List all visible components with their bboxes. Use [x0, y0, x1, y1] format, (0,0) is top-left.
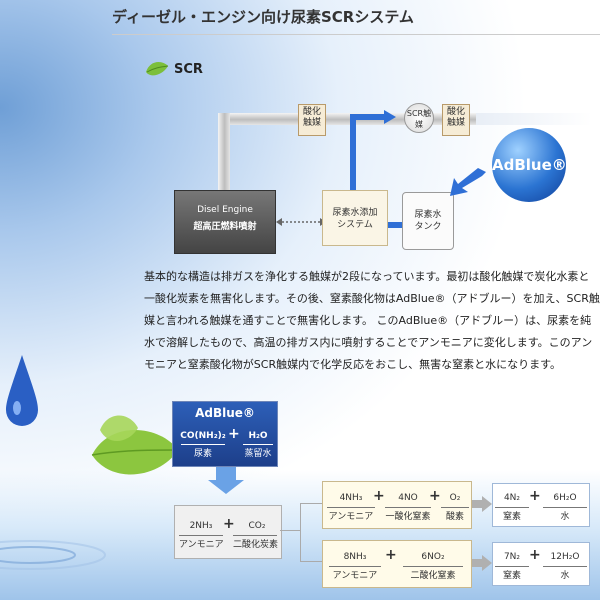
- water-formula: H₂O: [248, 431, 268, 441]
- water-formula: 6H₂O: [553, 493, 577, 503]
- plus-sign: +: [223, 516, 235, 532]
- urea-dosing-system: 尿素水添加システム: [322, 190, 388, 246]
- adblue-card-title: AdBlue®: [195, 406, 255, 420]
- section-label: SCR: [174, 62, 203, 77]
- urea-tank: 尿素水タンク: [402, 192, 454, 250]
- nitrogen-name: 窒素: [495, 566, 529, 581]
- description: 基本的な構造は排ガスを浄化する触媒が2段になっています。最初は酸化触媒で炭化水素…: [144, 266, 600, 376]
- plus-sign: +: [529, 547, 541, 563]
- no2-name: 二酸化窒素: [403, 566, 463, 581]
- ammonia-formula: 4NH₃: [339, 493, 363, 503]
- diesel-engine: Disel Engine 超高圧燃料噴射: [174, 190, 276, 254]
- plus-sign: +: [373, 488, 385, 504]
- title-divider: [112, 34, 600, 35]
- scr-catalyst: SCR触媒: [404, 103, 434, 133]
- co2-formula: CO₂: [248, 521, 266, 531]
- ammonia-formula: 2NH₃: [189, 521, 213, 531]
- ammonia-name: アンモニア: [179, 535, 224, 550]
- nitrogen-formula: 4N₂: [503, 493, 521, 503]
- page-title: ディーゼル・エンジン向け尿素SCRシステム: [112, 8, 414, 26]
- leaf-icon: [146, 62, 169, 76]
- plus-sign: +: [429, 488, 441, 504]
- control-link: [276, 218, 326, 226]
- description-paragraph: 基本的な構造は排ガスを浄化する触媒が2段になっています。最初は酸化触媒で炭化水素…: [144, 270, 600, 371]
- result-box-b: 7N₂ + 12H₂O 窒素 水: [492, 542, 590, 586]
- co2-name: 二酸化炭素: [233, 535, 278, 550]
- clean-exhaust: [476, 113, 592, 125]
- water-name: 水: [543, 566, 587, 581]
- plus-sign: +: [228, 426, 240, 442]
- connector: [300, 561, 322, 562]
- o2-formula: O₂: [449, 493, 461, 503]
- nitrogen-formula: 7N₂: [503, 552, 521, 562]
- arrow-down-left-icon: [450, 168, 486, 196]
- engine-injection-label: 超高圧燃料噴射: [193, 222, 257, 232]
- urea-tank-label: 尿素水タンク: [414, 210, 442, 232]
- connector: [280, 530, 300, 531]
- result-box-a: 4N₂ + 6H₂O 窒素 水: [492, 483, 590, 527]
- urea-name: 尿素: [193, 449, 212, 459]
- engine-label: Disel Engine: [197, 205, 253, 215]
- water-formula: 12H₂O: [550, 552, 580, 562]
- arrow-down-icon: [208, 466, 244, 494]
- arrow-right-icon: [472, 496, 492, 512]
- oxidation-catalyst-2: 酸化触媒: [442, 104, 470, 136]
- arrow-right-icon: [472, 555, 492, 571]
- no-name: 一酸化窒素: [385, 507, 431, 522]
- water-name: 蒸留水: [244, 449, 272, 459]
- connector: [300, 503, 322, 504]
- no2-formula: 6NO₂: [421, 552, 445, 562]
- leaf-icon: [92, 430, 178, 475]
- urea-injection-line: [350, 116, 356, 190]
- exhaust-pipe-vertical: [218, 113, 230, 193]
- reaction-no-box: 4NH₃ + 4NO + O₂ アンモニア 一酸化窒素 酸素: [322, 481, 472, 529]
- water-name: 水: [543, 507, 587, 522]
- plus-sign: +: [529, 488, 541, 504]
- adblue-card: AdBlue® CO(NH₂)₂ + H₂O 尿素 蒸留水: [172, 401, 278, 467]
- ripple-icon: [0, 546, 76, 564]
- dosing-system-label: 尿素水添加システム: [332, 208, 378, 230]
- water-drop-icon: [6, 355, 38, 426]
- urea-injection-nozzle: [350, 114, 386, 120]
- arrow-right-icon: [384, 110, 396, 124]
- no-formula: 4NO: [398, 493, 418, 503]
- adblue-logo: AdBlue®: [492, 128, 567, 202]
- connector: [300, 503, 301, 561]
- tank-feed-line: [386, 222, 402, 228]
- o2-name: 酸素: [441, 507, 469, 522]
- ammonia-name: アンモニア: [329, 566, 381, 581]
- reaction-no2-box: 8NH₃ + 6NO₂ アンモニア 二酸化窒素: [322, 540, 472, 588]
- ammonia-formula: 8NH₃: [343, 552, 367, 562]
- ammonia-co2-box: 2NH₃ + CO₂ アンモニア 二酸化炭素: [174, 505, 282, 559]
- nitrogen-name: 窒素: [495, 507, 529, 522]
- divider-line: [181, 444, 225, 445]
- oxidation-catalyst-1: 酸化触媒: [298, 104, 326, 136]
- ammonia-name: アンモニア: [327, 507, 375, 522]
- divider-line: [243, 444, 273, 445]
- plus-sign: +: [385, 547, 397, 563]
- urea-formula: CO(NH₂)₂: [180, 431, 226, 441]
